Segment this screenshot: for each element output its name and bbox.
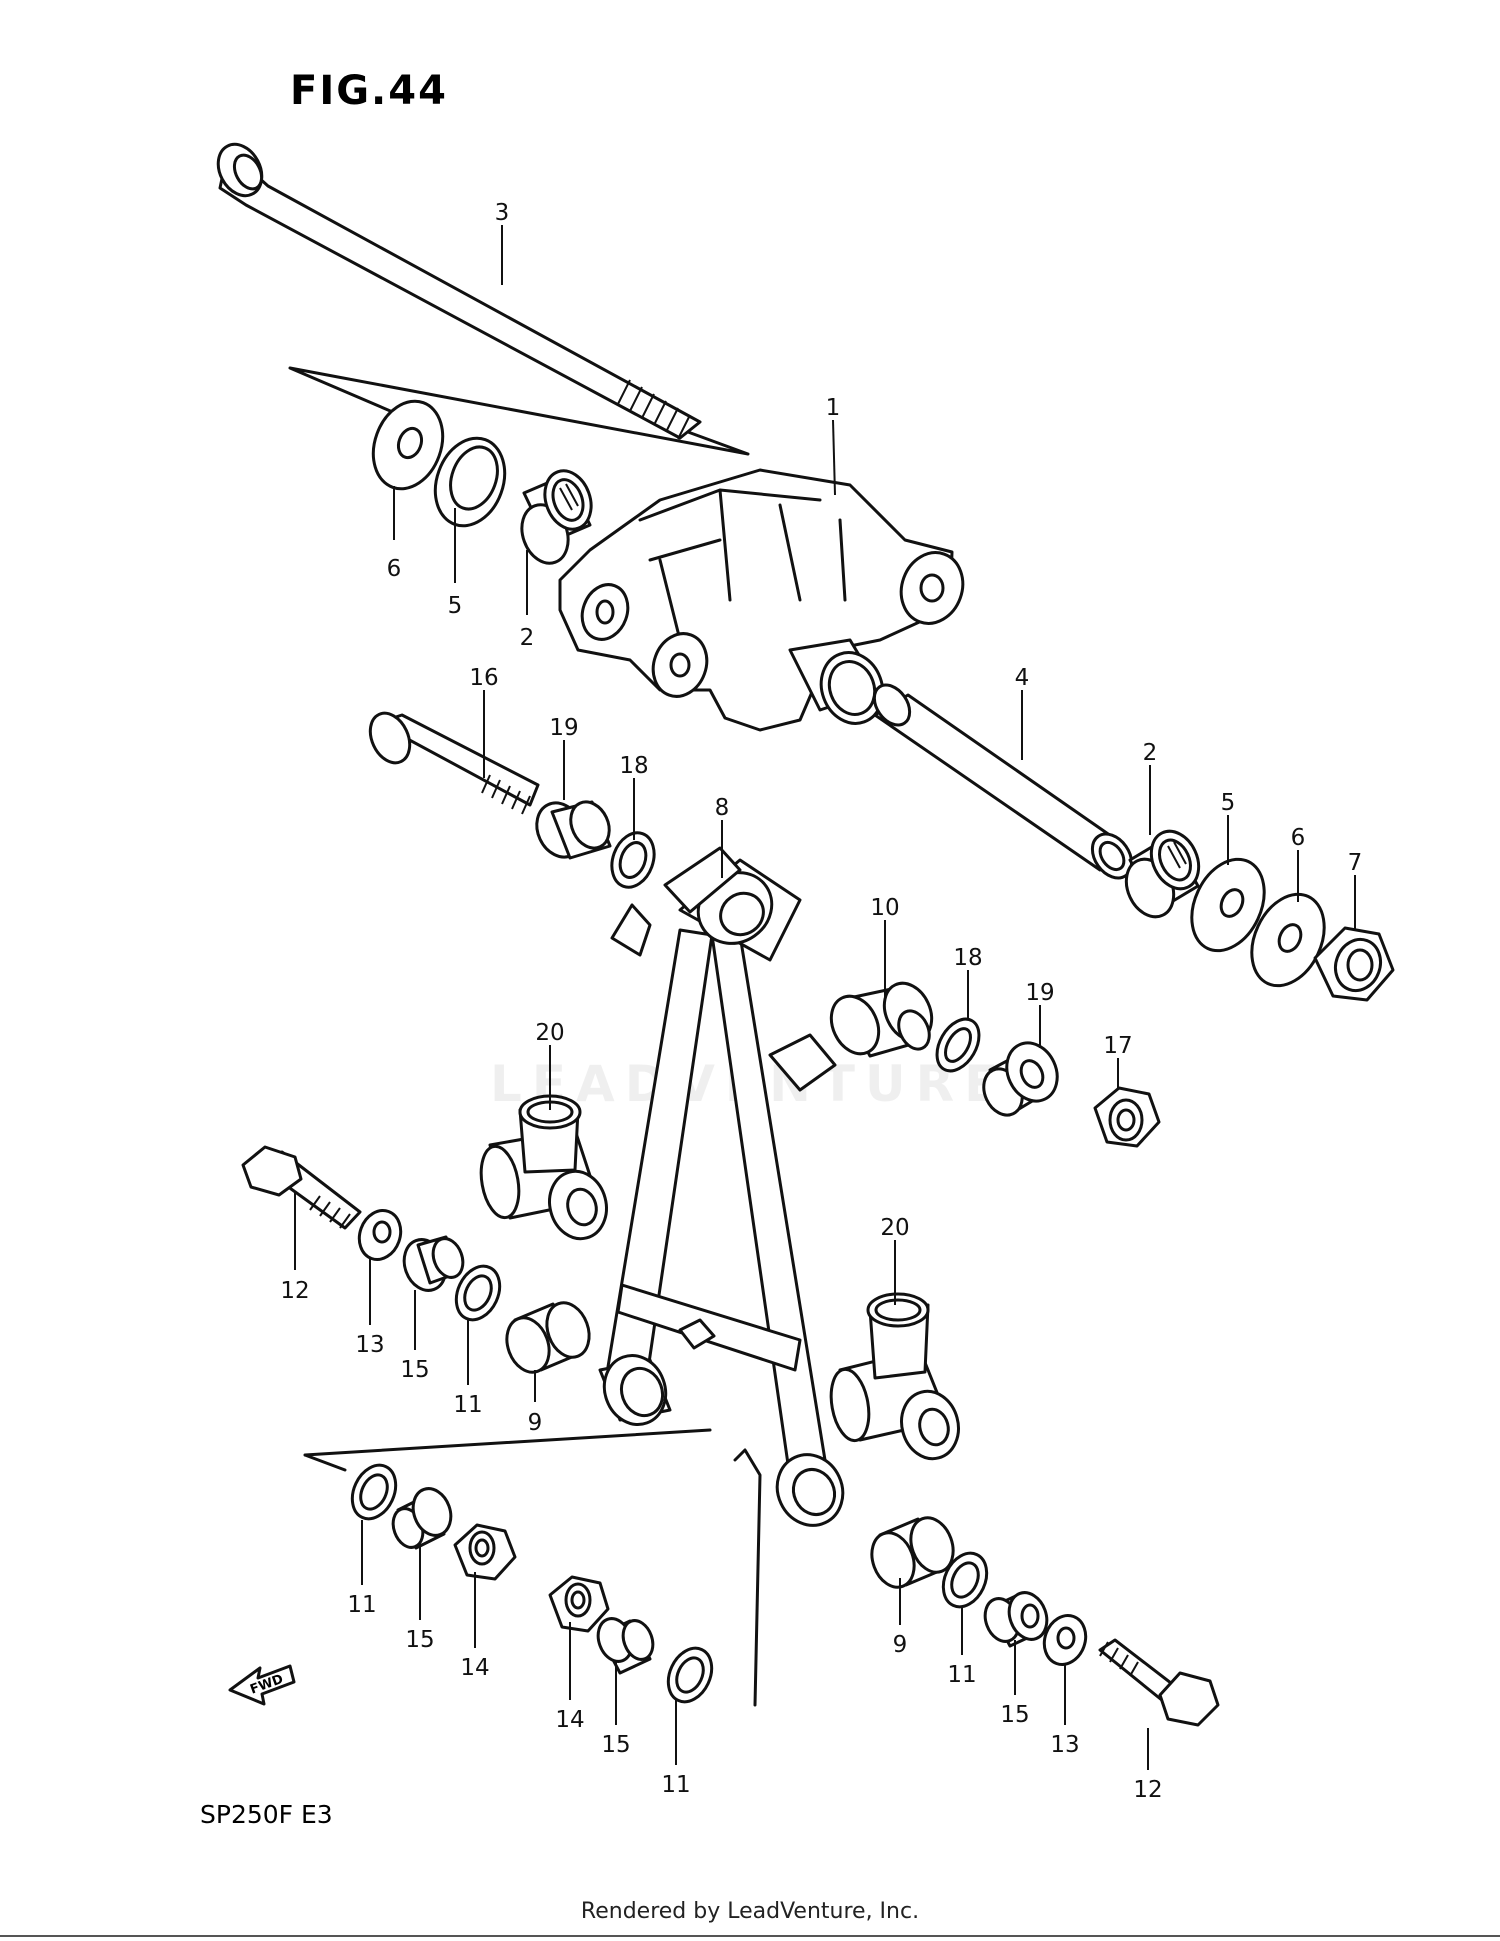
part-18-washer-left[interactable] (605, 827, 662, 893)
reference-line-bottom (303, 1428, 762, 1707)
callout-11: 11 (661, 1772, 690, 1798)
part-10-spacer[interactable] (822, 976, 940, 1062)
fwd-arrow-icon: FWD (228, 1664, 296, 1706)
callout-17: 17 (1103, 1033, 1132, 1059)
figure-title: FIG.44 (290, 68, 448, 114)
callout-13: 13 (1050, 1732, 1079, 1758)
callout-20: 20 (535, 1020, 564, 1046)
part-14-nut-bottom-center[interactable] (548, 1575, 610, 1633)
part-1-rocker-arm[interactable] (558, 468, 973, 732)
callout-19: 19 (549, 715, 578, 741)
part-4-spacer-tube[interactable] (867, 678, 1140, 885)
callout-labels: 3 1 6 5 2 4 16 19 18 8 2 5 6 7 10 18 19 … (280, 200, 1362, 1803)
part-14-nut-bottom-left[interactable] (453, 1523, 517, 1581)
part-17-nut[interactable] (1093, 1086, 1161, 1148)
part-13-washer-right[interactable] (1038, 1610, 1093, 1671)
part-2-needle-bearing-right[interactable] (1117, 824, 1207, 925)
callout-11: 11 (347, 1592, 376, 1618)
callout-7: 7 (1348, 850, 1363, 876)
callout-20: 20 (880, 1215, 909, 1241)
part-11-seal-bottom-center[interactable] (660, 1641, 720, 1709)
part-7-nut[interactable] (1313, 926, 1395, 1002)
part-6-washer-right[interactable] (1238, 883, 1338, 998)
callout-10: 10 (870, 895, 899, 921)
part-20-bushing-left[interactable] (476, 1094, 614, 1245)
callout-8: 8 (715, 795, 730, 821)
callout-6: 6 (1291, 825, 1306, 851)
part-11-seal-left[interactable] (448, 1259, 508, 1327)
part-12-bolt-right[interactable] (1098, 1638, 1220, 1727)
part-9-bushing-right[interactable] (865, 1512, 961, 1593)
callout-6: 6 (387, 556, 402, 582)
callout-15: 15 (400, 1357, 429, 1383)
callout-9: 9 (893, 1632, 908, 1658)
callout-11: 11 (947, 1662, 976, 1688)
part-19-collar-left[interactable] (528, 795, 616, 864)
callout-3: 3 (495, 200, 510, 226)
callout-18: 18 (619, 753, 648, 779)
part-16-bolt[interactable] (363, 707, 540, 815)
part-15-collar-bottom-left[interactable] (388, 1483, 457, 1551)
callout-15: 15 (405, 1627, 434, 1653)
callout-9: 9 (528, 1410, 543, 1436)
part-20-bushing-right[interactable] (826, 1292, 966, 1465)
part-5-seal-right[interactable] (1178, 848, 1278, 963)
callout-15: 15 (1000, 1702, 1029, 1728)
callout-2: 2 (520, 625, 535, 651)
footer-credit: Rendered by LeadVenture, Inc. (580, 1899, 920, 1924)
part-5-seal-left[interactable] (424, 428, 517, 535)
callout-13: 13 (355, 1332, 384, 1358)
callout-18: 18 (953, 945, 982, 971)
part-3-long-bolt[interactable] (210, 137, 702, 440)
callout-2: 2 (1143, 740, 1158, 766)
part-15-collar-bottom-right[interactable] (979, 1587, 1053, 1648)
part-15-collar-bottom-center[interactable] (592, 1614, 658, 1675)
part-11-seal-bottom-right[interactable] (935, 1546, 995, 1614)
callout-5: 5 (1221, 790, 1236, 816)
leader-lines (294, 225, 1356, 1770)
part-2-needle-bearing-left[interactable] (514, 464, 599, 569)
part-19-collar-right[interactable] (977, 1035, 1067, 1122)
callout-16: 16 (469, 665, 498, 691)
callout-14: 14 (555, 1707, 584, 1733)
callout-12: 12 (1133, 1777, 1162, 1803)
callout-4: 4 (1015, 665, 1030, 691)
callout-14: 14 (460, 1655, 489, 1681)
part-11-seal-bottom-left[interactable] (344, 1458, 404, 1526)
part-18-washer-right[interactable] (928, 1012, 987, 1078)
callout-5: 5 (448, 593, 463, 619)
part-8-a-frame-link[interactable] (595, 846, 854, 1536)
part-12-bolt-left[interactable] (241, 1145, 362, 1230)
part-15-collar-left[interactable] (397, 1234, 468, 1297)
callout-12: 12 (280, 1278, 309, 1304)
part-13-washer-left[interactable] (353, 1205, 408, 1266)
model-code: SP250F E3 (200, 1800, 333, 1829)
footer-divider (0, 1935, 1500, 1937)
callout-11: 11 (453, 1392, 482, 1418)
part-9-bushing-left[interactable] (500, 1297, 597, 1378)
callout-19: 19 (1025, 980, 1054, 1006)
callout-15: 15 (601, 1732, 630, 1758)
part-6-washer-left[interactable] (362, 391, 455, 498)
callout-1: 1 (826, 395, 841, 421)
